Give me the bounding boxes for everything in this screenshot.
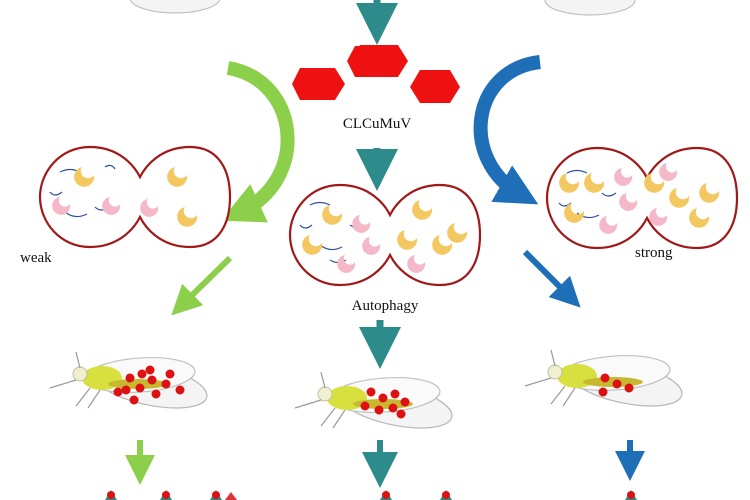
left-curved-arrow <box>220 61 295 223</box>
right-curved-arrow <box>473 55 542 205</box>
top-right-whitefly-icon <box>544 0 636 16</box>
virus-label: CLCuMuV <box>343 116 412 132</box>
strong-label: strong <box>635 245 673 261</box>
right-diagonal-arrow <box>522 249 581 308</box>
hexagon-virion-cluster-icon <box>292 45 460 103</box>
bottom-right-plant-icons <box>625 490 637 500</box>
top-left-whitefly-icon <box>129 0 221 14</box>
center-cell-icon <box>288 183 482 287</box>
center-whitefly-icon <box>294 371 457 438</box>
right-whitefly-icon <box>524 349 687 416</box>
bottom-left-plant-icons <box>105 490 237 500</box>
left-diagonal-arrow <box>171 255 233 316</box>
autophagy-label: Autophagy <box>352 298 419 314</box>
bottom-center-plant-icons <box>380 490 452 500</box>
left-whitefly-icon <box>49 351 212 418</box>
weak-label: weak <box>20 250 52 266</box>
right-cell-icon <box>545 146 739 250</box>
left-cell-icon <box>38 145 232 249</box>
